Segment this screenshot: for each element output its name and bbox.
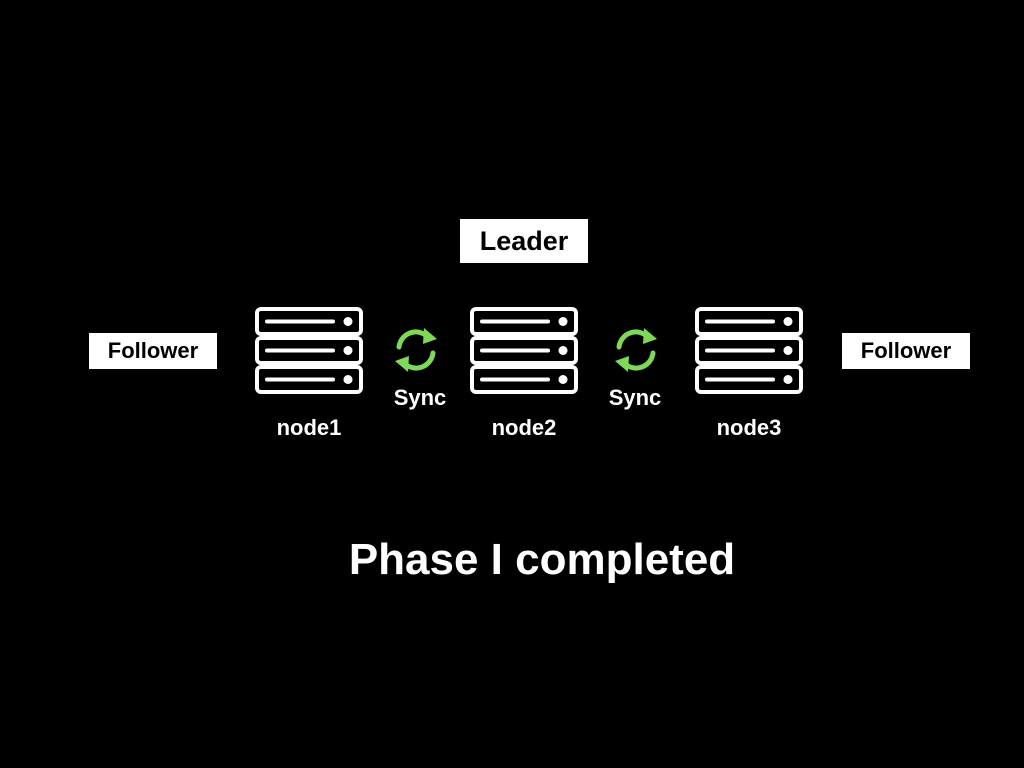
leader-role-label: Leader — [479, 225, 569, 256]
server-icon-node2 — [470, 307, 578, 394]
node-label-node1: node1 — [276, 415, 342, 440]
sync-label-left: Sync — [393, 385, 447, 410]
follower-role-label-right: Follower — [860, 338, 952, 363]
sync-label-right: Sync — [608, 385, 662, 410]
sync-arrows-icon-right — [615, 328, 657, 372]
server-icon-node3 — [695, 307, 803, 394]
sync-arrows-icon-left — [395, 328, 437, 372]
follower-role-box-left: Follower — [89, 333, 217, 369]
phase-caption: Phase I completed — [348, 535, 736, 584]
node-label-node2: node2 — [491, 415, 557, 440]
node-label-node3: node3 — [716, 415, 782, 440]
follower-role-label-left: Follower — [107, 338, 199, 363]
follower-role-box-right: Follower — [842, 333, 970, 369]
leader-role-box: Leader — [460, 219, 588, 263]
server-icon-node1 — [255, 307, 363, 394]
